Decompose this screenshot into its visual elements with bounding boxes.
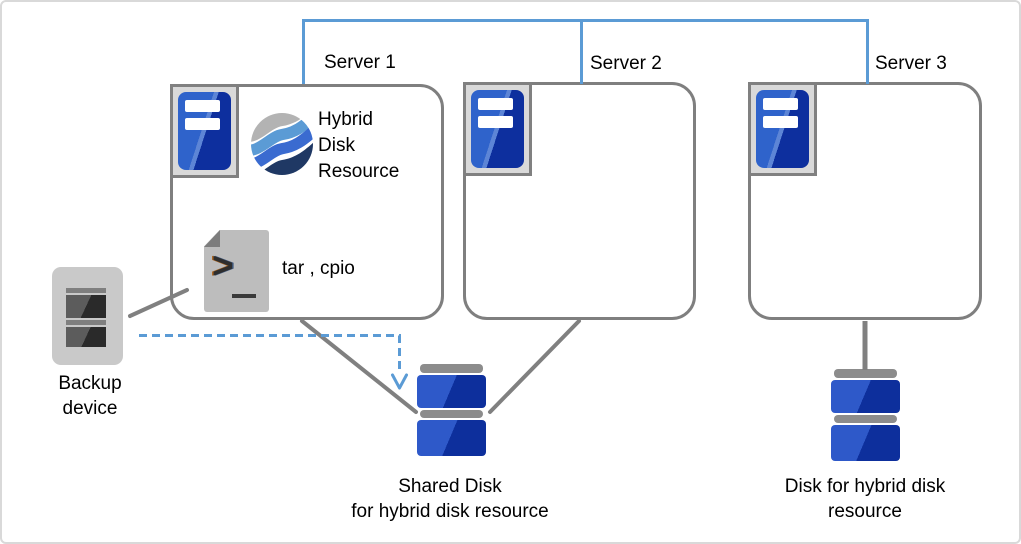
cursor-underscore bbox=[232, 294, 256, 298]
backup-label-line1: Backup bbox=[58, 373, 122, 394]
server-tower-body bbox=[178, 92, 231, 170]
server1-label: Server 1 bbox=[324, 52, 396, 73]
hybrid-disk-label: Disk for hybrid disk resource bbox=[735, 474, 995, 524]
server1-to-shared-disk-line bbox=[300, 319, 418, 414]
hybrid-disk-resource-label: Hybrid Disk Resource bbox=[318, 107, 399, 185]
server-slot bbox=[478, 98, 513, 110]
drive-bay bbox=[66, 327, 106, 347]
server1-tower-icon bbox=[170, 84, 239, 178]
hybrid-label-line2: Disk bbox=[318, 135, 355, 156]
tools-label: tar , cpio bbox=[282, 258, 355, 279]
hybrid-disk-icon bbox=[831, 369, 900, 461]
server3-tower-icon bbox=[748, 82, 817, 176]
server-tower-body bbox=[756, 90, 809, 168]
disk-cap bbox=[834, 415, 897, 423]
shared-disk-label-line2: for hybrid disk resource bbox=[351, 501, 549, 522]
dashed-arrowhead-icon bbox=[391, 373, 408, 390]
shared-disk-icon bbox=[417, 364, 486, 456]
drive-bar bbox=[66, 288, 106, 293]
drive-bar bbox=[66, 320, 106, 325]
shared-disk-label: Shared Disk for hybrid disk resource bbox=[322, 474, 578, 524]
backup-label-line2: device bbox=[62, 398, 118, 419]
backup-device-drives bbox=[66, 288, 106, 347]
hybrid-label-line1: Hybrid bbox=[318, 109, 373, 130]
disk-cap bbox=[420, 364, 483, 373]
server2-to-shared-disk-line bbox=[488, 319, 581, 414]
disk-platter bbox=[417, 375, 486, 408]
server-slot bbox=[185, 118, 220, 130]
server2-label: Server 2 bbox=[590, 53, 662, 74]
server-slot bbox=[185, 100, 220, 112]
backup-device-label: Backup device bbox=[25, 371, 155, 421]
hybrid-disk-label-line1: Disk for hybrid disk bbox=[784, 476, 946, 497]
server2-tower-icon bbox=[463, 82, 532, 176]
disk-platter bbox=[831, 380, 900, 413]
server-slot bbox=[763, 116, 798, 128]
hybrid-label-line3: Resource bbox=[318, 161, 400, 182]
prompt-glyph: > bbox=[212, 245, 234, 286]
script-file-icon: > bbox=[204, 230, 269, 312]
server3-label: Server 3 bbox=[875, 53, 947, 74]
disk-cap bbox=[834, 369, 897, 378]
hybrid-disk-label-line2: resource bbox=[828, 501, 902, 522]
server-slot bbox=[478, 116, 513, 128]
server-tower-body bbox=[471, 90, 524, 168]
disk-platter bbox=[417, 420, 486, 456]
backup-device-icon bbox=[52, 267, 123, 365]
drive-bay bbox=[66, 295, 106, 318]
hybrid-disk-resource-icon bbox=[251, 113, 313, 175]
server-slot bbox=[763, 98, 798, 110]
disk-platter bbox=[831, 425, 900, 461]
backup-dashed-path bbox=[139, 334, 401, 374]
disk-cap bbox=[420, 410, 483, 418]
shared-disk-label-line1: Shared Disk bbox=[398, 476, 502, 497]
